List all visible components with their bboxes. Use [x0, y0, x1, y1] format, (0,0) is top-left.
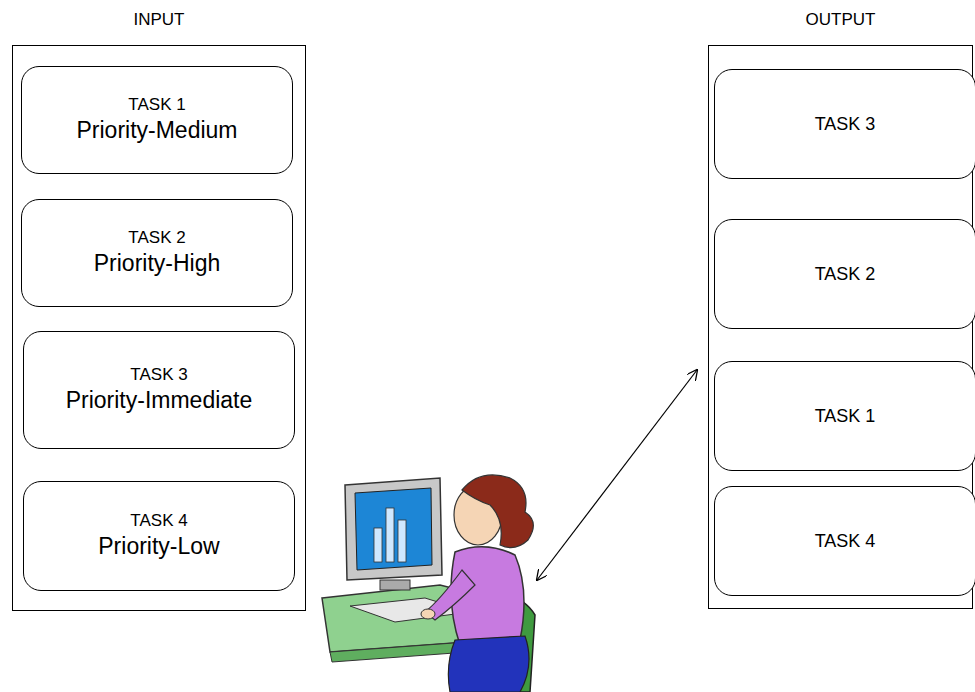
trousers — [448, 636, 529, 692]
task-panel: OUTPUTTASK 3TASK 2TASK 1TASK 4 — [708, 45, 973, 609]
task-name: TASK 2 — [815, 264, 876, 285]
panel-heading: INPUT — [13, 10, 305, 30]
task-box: TASK 2 — [714, 219, 975, 329]
double-arrow — [537, 370, 697, 580]
task-name: TASK 2 — [128, 228, 185, 248]
task-priority: Priority-Low — [98, 532, 219, 561]
chart-bar — [398, 520, 406, 562]
hair — [462, 475, 533, 548]
task-box: TASK 1Priority-Medium — [21, 66, 293, 174]
monitor-stand — [380, 580, 410, 590]
task-box: TASK 4Priority-Low — [23, 481, 295, 591]
task-box: TASK 3 — [714, 69, 975, 179]
screen — [355, 488, 432, 570]
task-name: TASK 3 — [130, 365, 187, 385]
task-name: TASK 1 — [128, 95, 185, 115]
task-box: TASK 2Priority-High — [21, 199, 293, 307]
hand — [421, 609, 435, 619]
task-box: TASK 1 — [714, 361, 975, 471]
task-panel: INPUTTASK 1Priority-MediumTASK 2Priority… — [12, 45, 306, 611]
task-name: TASK 4 — [130, 511, 187, 531]
task-priority: Priority-High — [94, 249, 221, 278]
monitor — [345, 478, 442, 580]
task-name: TASK 4 — [815, 531, 876, 552]
task-box: TASK 3Priority-Immediate — [23, 331, 295, 449]
chart-bar — [386, 508, 394, 562]
task-priority: Priority-Immediate — [66, 386, 253, 415]
task-box: TASK 4 — [714, 486, 975, 596]
panel-heading: OUTPUT — [709, 10, 972, 30]
task-priority: Priority-Medium — [76, 116, 237, 145]
task-name: TASK 1 — [815, 406, 876, 427]
chart-bar — [374, 528, 382, 562]
task-name: TASK 3 — [815, 114, 876, 135]
